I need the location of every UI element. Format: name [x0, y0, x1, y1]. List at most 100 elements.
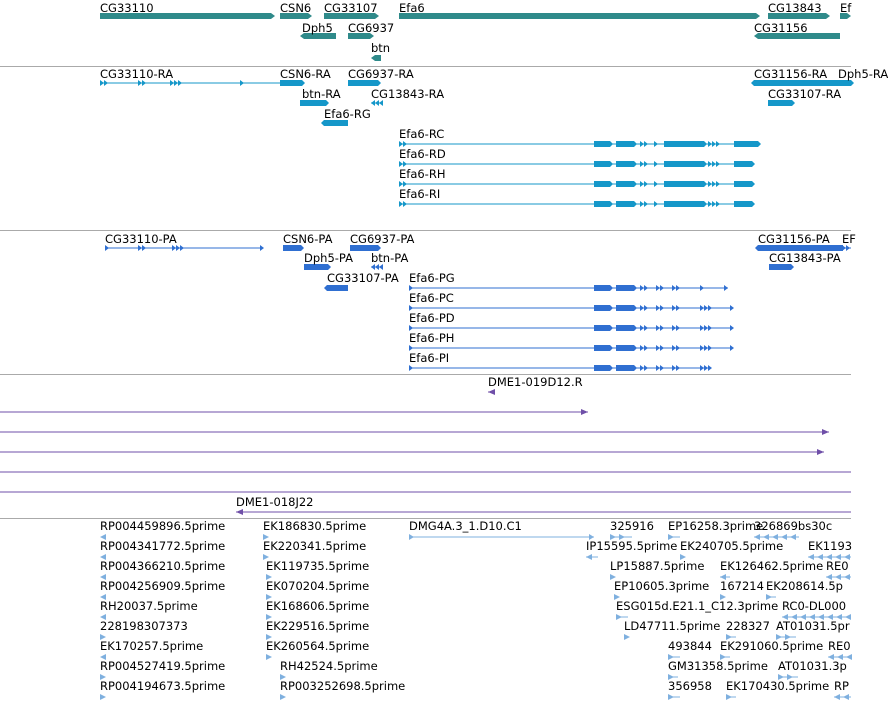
genes-feature-label[interactable]: CG31156: [754, 21, 808, 35]
ests-feature[interactable]: [624, 634, 630, 640]
transcripts-pa-feature[interactable]: [371, 264, 383, 270]
ests-feature[interactable]: [100, 654, 106, 660]
ests-feature-label[interactable]: RP003252698.5prime: [280, 679, 406, 693]
ests-feature-label[interactable]: EK291060.5prime: [720, 639, 824, 653]
ests-feature-label[interactable]: EK186830.5prime: [263, 519, 367, 533]
transcripts-ra-feature[interactable]: [100, 80, 280, 86]
ests-feature[interactable]: [100, 574, 106, 580]
ests-feature-label[interactable]: EK208614.5p: [766, 579, 843, 593]
ests-feature[interactable]: [766, 594, 776, 600]
transcripts-ra-feature-label[interactable]: Efa6-RD: [399, 147, 446, 161]
genes-feature-label[interactable]: CG33110: [100, 1, 154, 15]
genes-feature[interactable]: [840, 13, 851, 19]
transcripts-pa-feature-label[interactable]: Efa6-PG: [409, 271, 455, 285]
ests-feature-label[interactable]: DMG4A.3_1.D10.C1: [409, 519, 522, 533]
transcripts-ra-feature-label[interactable]: Efa6-RG: [324, 107, 371, 121]
transcripts-pa-feature[interactable]: [105, 245, 264, 251]
ests-feature[interactable]: [263, 534, 269, 540]
ests-feature[interactable]: [720, 654, 730, 660]
transcripts-pa-feature[interactable]: [324, 285, 348, 291]
transcripts-pa-feature-label[interactable]: CG31156-PA: [758, 232, 830, 246]
genes-feature-label[interactable]: Dph5: [302, 21, 333, 35]
ests-feature-label[interactable]: 326869bs30c: [754, 519, 833, 533]
ests-feature-label[interactable]: EP10605.3prime: [614, 579, 710, 593]
ests-feature[interactable]: [610, 574, 616, 580]
transcripts-pa-feature[interactable]: [283, 245, 304, 251]
ests-feature-label[interactable]: EK220341.5prime: [263, 539, 367, 553]
transcripts-pa-feature[interactable]: [409, 345, 734, 351]
genes-feature[interactable]: [324, 13, 379, 19]
transcripts-pa-feature[interactable]: [304, 264, 331, 270]
transcripts-pa-feature-label[interactable]: Efa6-PD: [409, 311, 455, 325]
transcripts-pa-feature-label[interactable]: Efa6-PI: [409, 351, 450, 365]
transcripts-pa-feature-label[interactable]: CG33107-PA: [327, 271, 399, 285]
ests-feature-label[interactable]: RP: [834, 679, 849, 693]
ests-feature-label[interactable]: EK168606.5prime: [266, 599, 370, 613]
transcripts-ra-feature-label[interactable]: btn-RA: [302, 87, 341, 101]
ests-feature[interactable]: [266, 654, 272, 660]
transcripts-ra-feature[interactable]: [300, 100, 329, 106]
transcripts-pa-feature[interactable]: [409, 285, 728, 291]
ests-feature[interactable]: [828, 654, 852, 660]
ests-feature[interactable]: [614, 594, 620, 600]
transcripts-ra-feature[interactable]: [838, 80, 854, 86]
ests-feature[interactable]: [680, 554, 686, 560]
transcripts-pa-feature-label[interactable]: btn-PA: [371, 251, 409, 265]
ests-feature[interactable]: [409, 534, 594, 540]
genes-feature[interactable]: [280, 13, 312, 19]
ests-feature[interactable]: [668, 694, 680, 700]
clones-feature[interactable]: [236, 509, 851, 515]
genes-feature-label[interactable]: CG13843: [768, 1, 822, 15]
transcripts-pa-feature-label[interactable]: EF: [842, 232, 856, 246]
transcripts-ra-feature-label[interactable]: Dph5-RA: [838, 67, 888, 81]
genes-feature[interactable]: [399, 13, 760, 19]
transcripts-pa-feature[interactable]: [842, 245, 851, 251]
transcripts-pa-feature[interactable]: [350, 245, 381, 251]
transcripts-ra-feature-label[interactable]: Efa6-RC: [399, 127, 445, 141]
ests-feature-label[interactable]: EP16258.3prime: [668, 519, 764, 533]
ests-feature-label[interactable]: RE0: [826, 559, 849, 573]
ests-feature-label[interactable]: GM31358.5prime: [668, 659, 768, 673]
ests-feature-label[interactable]: EK170257.5prime: [100, 639, 204, 653]
ests-feature[interactable]: [100, 554, 106, 560]
genes-feature-label[interactable]: CSN6: [280, 1, 312, 15]
transcripts-pa-feature-label[interactable]: Dph5-PA: [304, 251, 353, 265]
ests-feature-label[interactable]: EK126462.5prime: [720, 559, 824, 573]
ests-feature[interactable]: [776, 634, 796, 640]
ests-feature[interactable]: [834, 694, 851, 700]
ests-feature[interactable]: [720, 594, 726, 600]
ests-feature-label[interactable]: 228327: [726, 619, 770, 633]
transcripts-ra-feature[interactable]: [280, 80, 305, 86]
ests-feature-label[interactable]: RP004194673.5prime: [100, 679, 226, 693]
transcripts-ra-feature-label[interactable]: CSN6-RA: [280, 67, 331, 81]
ests-feature[interactable]: [668, 534, 680, 540]
ests-feature-label[interactable]: EK170430.5prime: [726, 679, 830, 693]
transcripts-ra-feature[interactable]: [348, 80, 381, 86]
ests-feature-label[interactable]: EK1193: [808, 539, 853, 553]
ests-feature[interactable]: [100, 534, 106, 540]
transcripts-ra-feature-label[interactable]: CG33110-RA: [100, 67, 174, 81]
clones-feature[interactable]: [0, 449, 824, 455]
genes-feature[interactable]: [300, 33, 336, 39]
clones-feature[interactable]: [0, 429, 829, 435]
transcripts-pa-feature-label[interactable]: CSN6-PA: [283, 232, 333, 246]
transcripts-ra-feature-label[interactable]: CG31156-RA: [754, 67, 828, 81]
transcripts-pa-feature[interactable]: [409, 365, 712, 371]
ests-feature[interactable]: [782, 614, 851, 620]
ests-feature-label[interactable]: RH42524.5prime: [280, 659, 378, 673]
ests-feature[interactable]: [586, 554, 598, 560]
transcripts-ra-feature[interactable]: [371, 100, 383, 106]
ests-feature[interactable]: [266, 634, 272, 640]
genes-feature-label[interactable]: Ef: [840, 1, 852, 15]
genes-feature-label[interactable]: btn: [371, 41, 391, 55]
transcripts-pa-feature[interactable]: [769, 264, 794, 270]
ests-feature[interactable]: [754, 534, 799, 540]
clones-feature[interactable]: [488, 389, 495, 395]
ests-feature-label[interactable]: 325916: [610, 519, 654, 533]
ests-feature-label[interactable]: RH20037.5prime: [100, 599, 198, 613]
ests-feature-label[interactable]: AT01031.5pr: [776, 619, 850, 633]
ests-feature[interactable]: [266, 594, 272, 600]
transcripts-ra-feature[interactable]: [321, 120, 348, 126]
transcripts-pa-feature-label[interactable]: CG6937-PA: [350, 232, 415, 246]
genes-feature[interactable]: [371, 55, 381, 61]
